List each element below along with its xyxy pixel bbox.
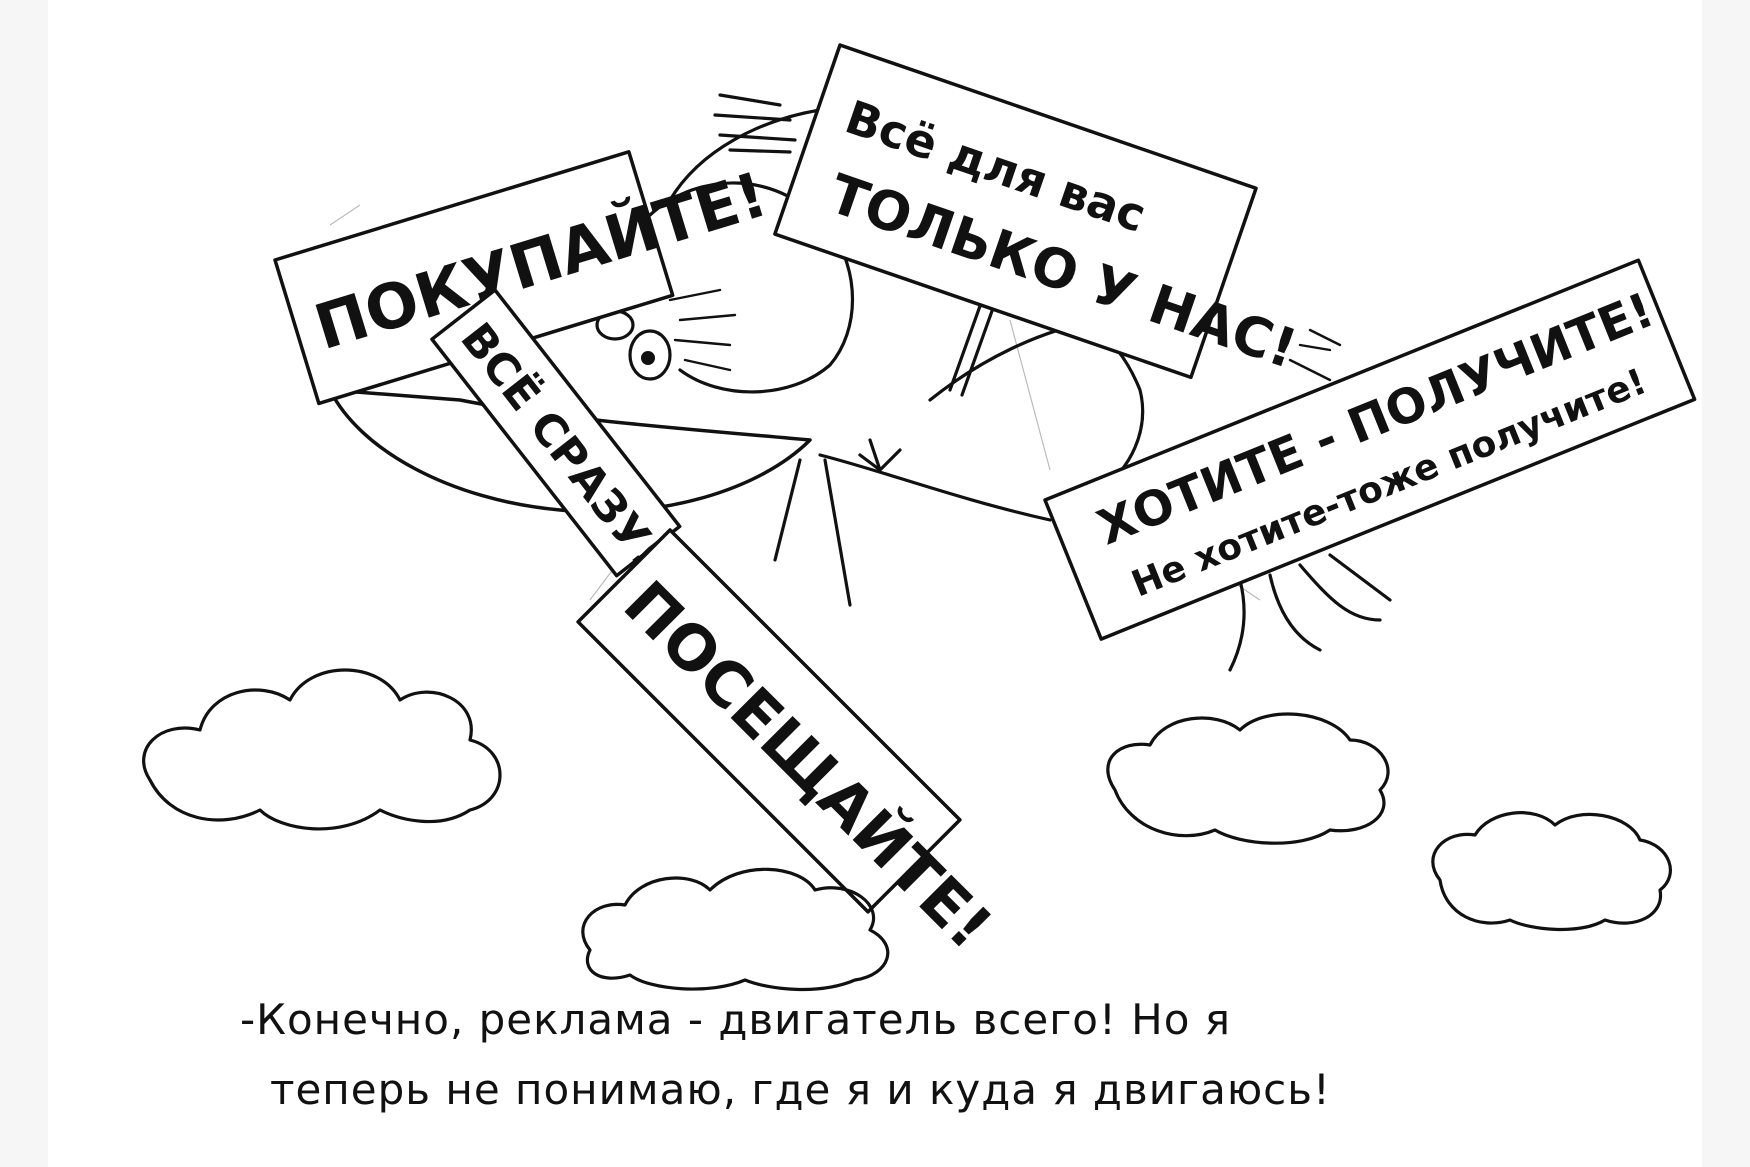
bird-wing-top <box>668 108 822 202</box>
sign-all-for-you: Всё для вас ТОЛЬКО У НАС! <box>773 43 1305 381</box>
caption-line-1: -Конечно, реклама - двигатель всего! Но … <box>240 995 1232 1044</box>
cloud-left <box>142 668 502 831</box>
bird-feathers-side <box>1288 328 1342 382</box>
caption: -Конечно, реклама - двигатель всего! Но … <box>240 985 1620 1125</box>
bird-tail-feathers <box>713 93 797 154</box>
bird-pupil <box>641 351 655 365</box>
bird-eye-right <box>628 329 672 381</box>
bird-body <box>818 318 1102 522</box>
sign-visit-text: ПОСЕЩАЙТЕ! <box>610 567 1006 963</box>
bird-head <box>648 181 854 394</box>
bird-head-feathers <box>668 288 737 372</box>
bird-wing-bottom <box>1228 553 1392 672</box>
sign-visit: ПОСЕЩАЙТЕ! <box>576 528 1006 963</box>
cloud-middle <box>581 867 890 992</box>
cloud-right-2 <box>1431 811 1672 932</box>
pole-visit <box>773 458 852 607</box>
cloud-right-1 <box>1106 712 1390 845</box>
bird-feet <box>858 438 902 472</box>
caption-line-2: теперь не понимаю, где я и куда я двигаю… <box>270 1065 1331 1114</box>
